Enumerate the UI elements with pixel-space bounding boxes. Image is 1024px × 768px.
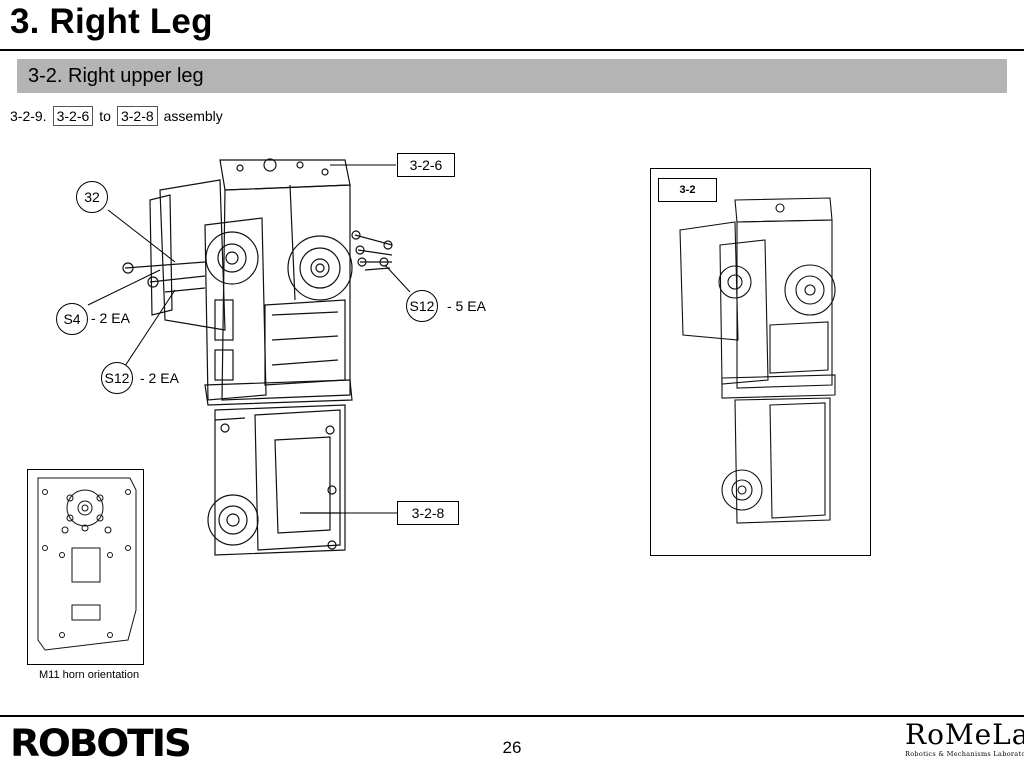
inset-tag: 3-2 bbox=[658, 178, 717, 202]
section-title: 3-2. Right upper leg bbox=[28, 65, 204, 87]
screw-s12-left-quantity: - 2 EA bbox=[140, 370, 179, 386]
step-action: assembly bbox=[163, 108, 223, 124]
step-number: 3-2-9. bbox=[10, 108, 47, 124]
step-instruction: 3-2-9. 3-2-6 to 3-2-8 assembly bbox=[10, 105, 223, 127]
step-connector: to bbox=[99, 108, 111, 124]
callout-part-3-2-6: 3-2-6 bbox=[397, 153, 455, 177]
callout-screw-s12-right: S12 bbox=[406, 290, 438, 322]
screw-s12-right-quantity: - 5 EA bbox=[447, 298, 486, 314]
title-divider bbox=[0, 49, 1024, 51]
inset-completed-view: 3-2 bbox=[650, 168, 871, 556]
horn-orientation-view bbox=[27, 469, 144, 665]
lab-name: RoMeLa bbox=[905, 718, 1024, 751]
horn-drawing bbox=[37, 477, 137, 651]
page-title: 3. Right Leg bbox=[10, 2, 213, 41]
section-header: 3-2. Right upper leg bbox=[17, 59, 1007, 93]
screw-s4-quantity: - 2 EA bbox=[91, 310, 130, 326]
leader-lines bbox=[87, 164, 411, 514]
upper-bracket-drawing bbox=[149, 158, 353, 406]
robotis-logo: ROBOTIS bbox=[10, 722, 192, 765]
step-from-reference: 3-2-6 bbox=[52, 106, 94, 126]
callout-screw-s12-left: S12 bbox=[101, 362, 133, 394]
footer-divider bbox=[0, 715, 1024, 717]
inset-drawing bbox=[679, 197, 836, 524]
callout-screw-s4: S4 bbox=[56, 303, 88, 335]
screws-drawing bbox=[122, 230, 393, 293]
page-number: 26 bbox=[502, 738, 522, 757]
step-to-reference: 3-2-8 bbox=[116, 106, 158, 126]
lower-servo-drawing bbox=[207, 404, 346, 556]
lab-subtitle: Robotics & Mechanisms Laboratory bbox=[905, 750, 1024, 758]
callout-part-32: 32 bbox=[76, 181, 108, 213]
horn-caption: M11 horn orientation bbox=[39, 669, 140, 681]
romela-logo: RoMeLa Robotics & Mechanisms Laboratory bbox=[905, 718, 1024, 764]
callout-part-3-2-8: 3-2-8 bbox=[397, 501, 459, 525]
